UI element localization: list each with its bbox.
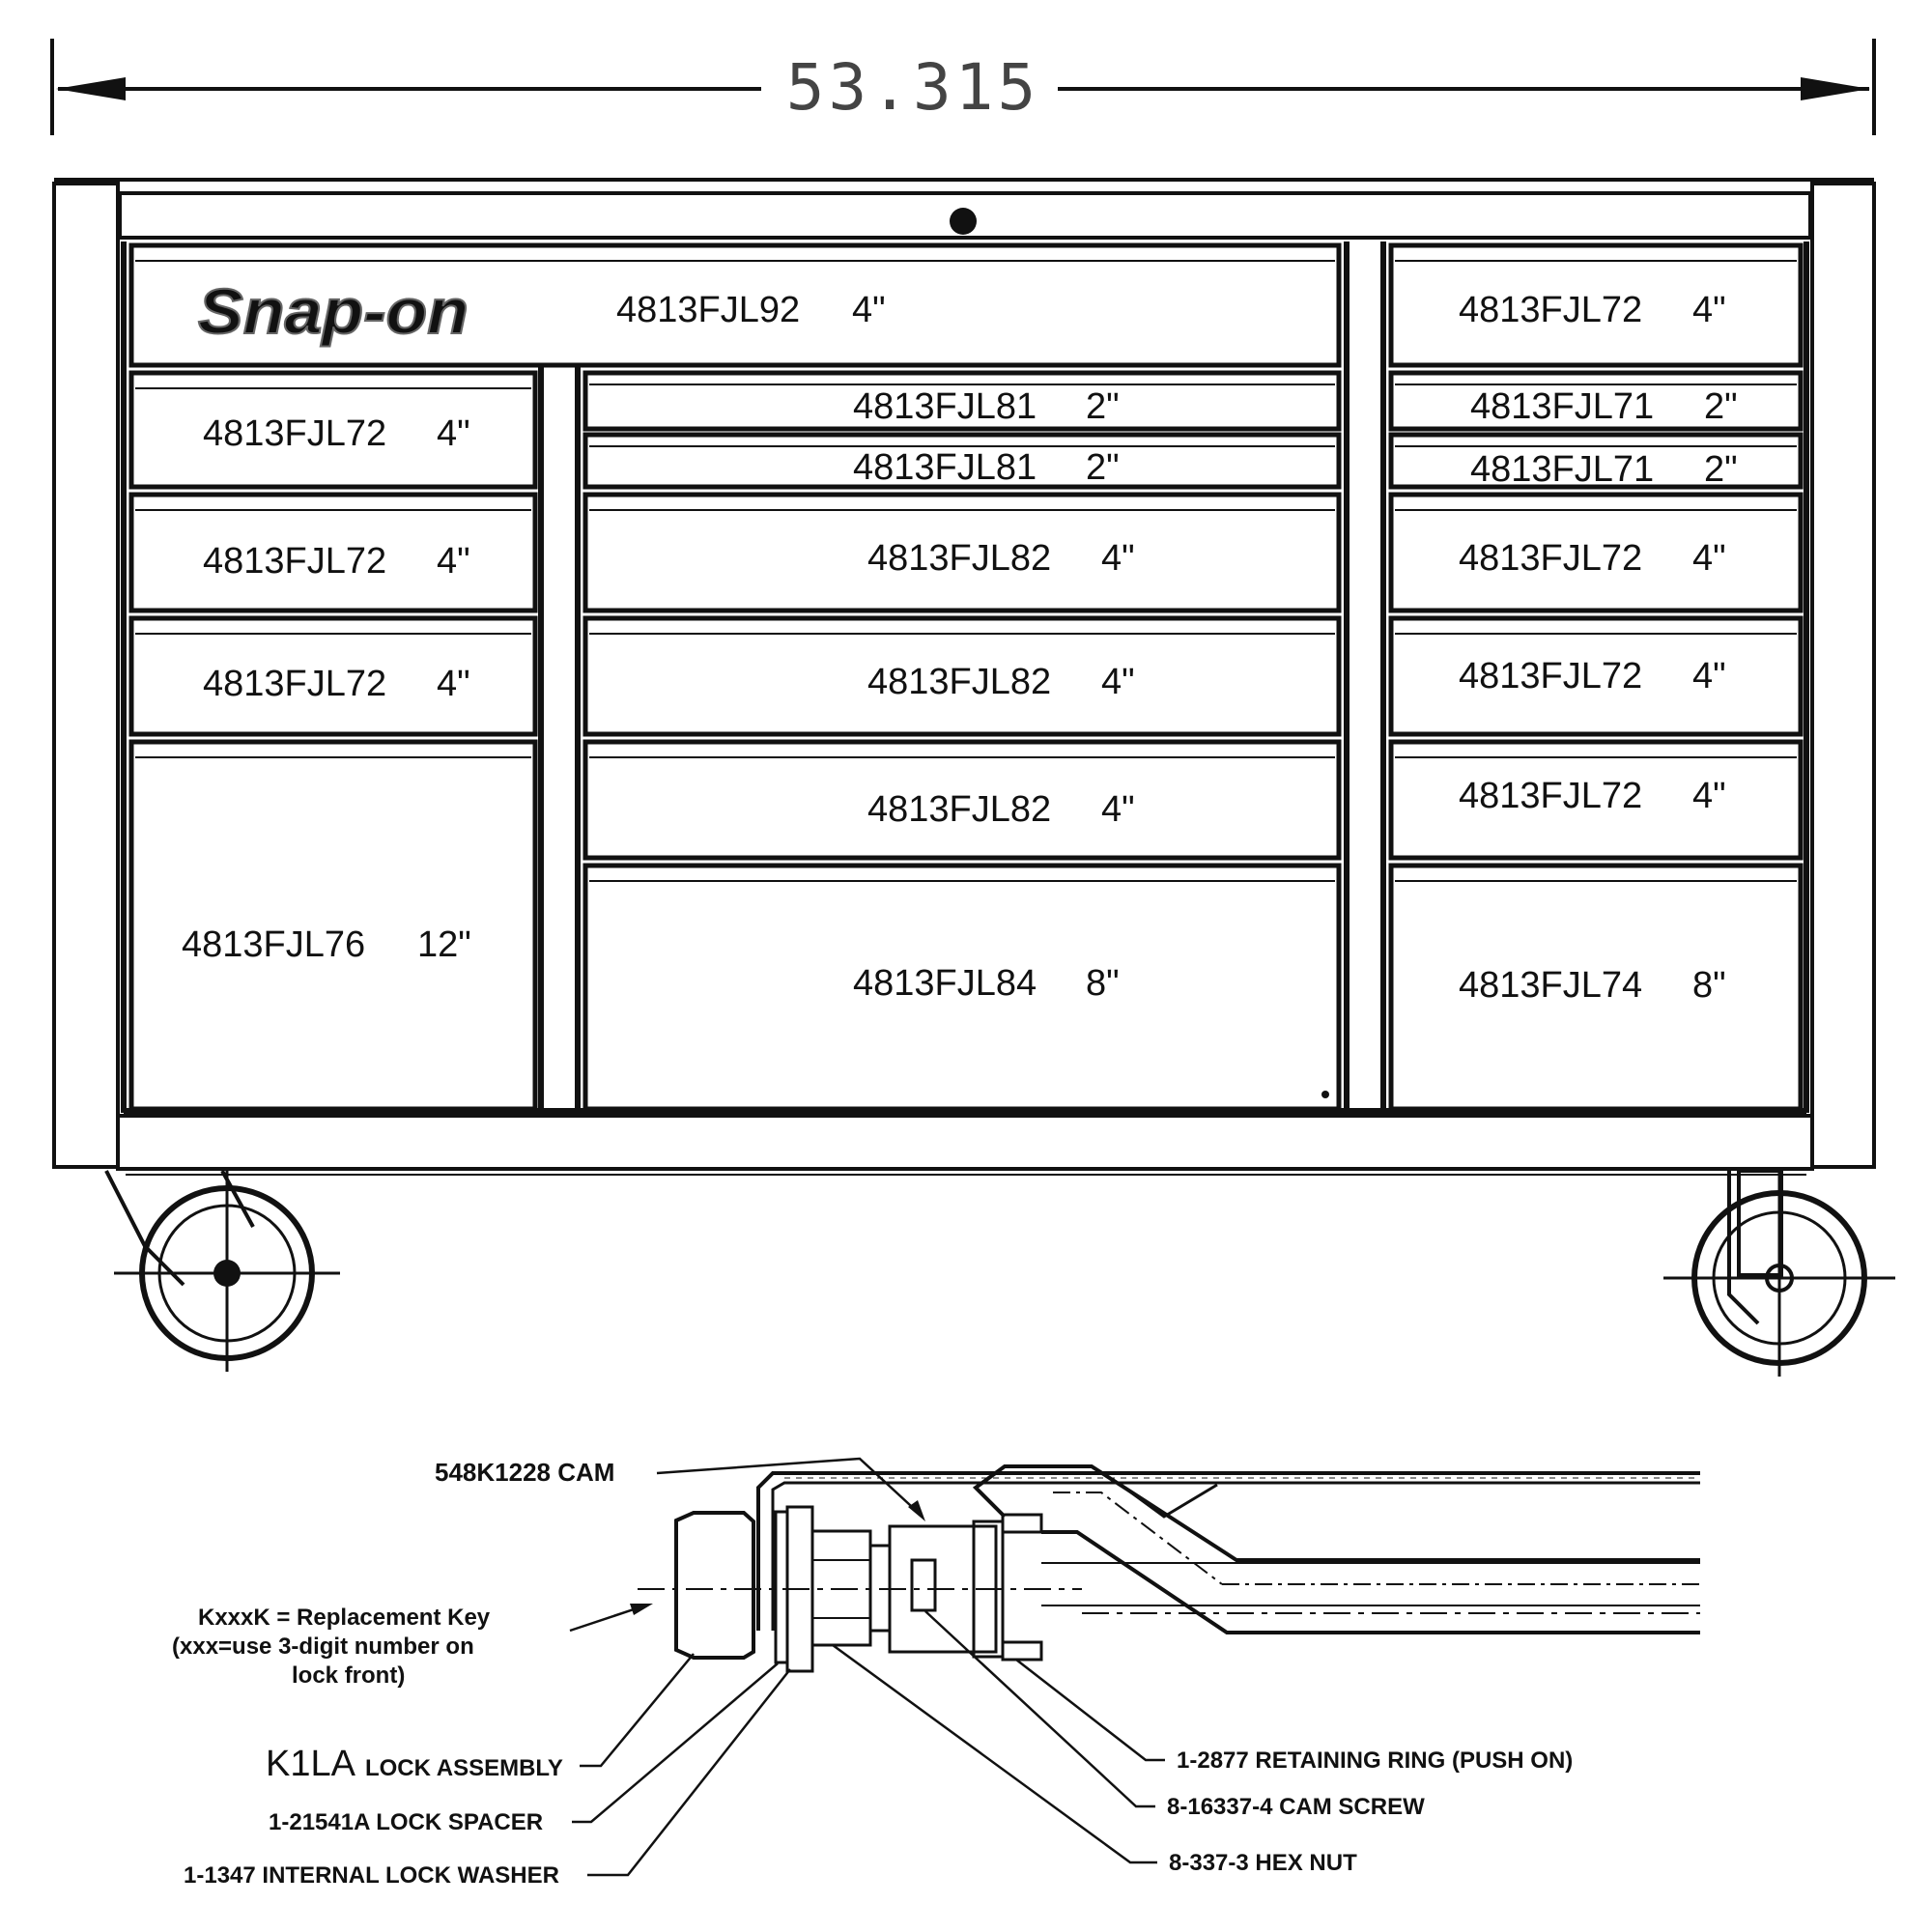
width-dimension: 53.315 bbox=[50, 39, 1876, 135]
drawer-dot bbox=[1321, 1091, 1329, 1098]
drawer-size: 2" bbox=[1086, 447, 1120, 488]
drawer-center-3[interactable]: 4813FJL82 4" bbox=[582, 492, 1342, 613]
drawer-part: 4813FJL72 bbox=[203, 413, 386, 454]
drawer-size: 4" bbox=[852, 290, 886, 330]
drawer-size: 4" bbox=[1101, 789, 1135, 830]
drawer-part: 4813FJL76 bbox=[182, 924, 365, 965]
drawer-part: 4813FJL72 bbox=[203, 541, 386, 582]
drawer-size: 4" bbox=[437, 413, 470, 454]
drawer-part: 4813FJL72 bbox=[1459, 776, 1642, 816]
callout-assembly: K1LA LOCK ASSEMBLY bbox=[266, 1744, 563, 1784]
drawer-right-top[interactable]: 4813FJL72 4" bbox=[1388, 242, 1804, 368]
callout-ring: 1-2877 RETAINING RING (PUSH ON) bbox=[1177, 1747, 1573, 1774]
drawer-size: 8" bbox=[1692, 965, 1726, 1006]
callout-assembly-desc: LOCK ASSEMBLY bbox=[365, 1755, 563, 1781]
drawer-part: 4813FJL71 bbox=[1470, 449, 1654, 490]
drawer-left-1[interactable]: 4813FJL72 4" bbox=[128, 370, 538, 490]
drawer-size: 8" bbox=[1086, 963, 1120, 1004]
drawer-size: 2" bbox=[1086, 386, 1120, 427]
drawer-right-1[interactable]: 4813FJL71 2" bbox=[1388, 370, 1804, 432]
dimension-value: 53.315 bbox=[786, 50, 1039, 125]
drawer-size: 2" bbox=[1704, 386, 1738, 427]
drawer-part: 4813FJL81 bbox=[853, 386, 1037, 427]
caster-left bbox=[104, 1169, 340, 1372]
callout-key-line1: KxxxK = Replacement Key bbox=[198, 1605, 491, 1631]
callout-washer: 1-1347 INTERNAL LOCK WASHER bbox=[184, 1862, 559, 1889]
tool-cabinet bbox=[52, 178, 1876, 1176]
drawer-size: 4" bbox=[437, 541, 470, 582]
drawer-center-4[interactable]: 4813FJL82 4" bbox=[582, 615, 1342, 737]
callout-key-line2: (xxx=use 3-digit number on bbox=[172, 1634, 474, 1660]
drawer-part: 4813FJL84 bbox=[853, 963, 1037, 1004]
drawer-right-2[interactable]: 4813FJL71 2" bbox=[1388, 432, 1804, 490]
drawer-part: 4813FJL72 bbox=[1459, 290, 1642, 330]
drawer-part: 4813FJL71 bbox=[1470, 386, 1654, 427]
drawer-right-3[interactable]: 4813FJL72 4" bbox=[1388, 492, 1804, 613]
drawer-part: 4813FJL72 bbox=[1459, 538, 1642, 579]
drawer-center-5[interactable]: 4813FJL82 4" bbox=[582, 739, 1342, 861]
drawer-right-5[interactable]: 4813FJL72 4" bbox=[1388, 739, 1804, 861]
drawer-center-6[interactable]: 4813FJL84 8" bbox=[582, 863, 1342, 1112]
drawer-size: 4" bbox=[437, 664, 470, 704]
drawer-size: 4" bbox=[1692, 656, 1726, 696]
drawer-part: 4813FJL72 bbox=[203, 664, 386, 704]
drawer-size: 4" bbox=[1692, 290, 1726, 330]
callout-cam: 548K1228 CAM bbox=[435, 1458, 614, 1487]
drawer-size: 4" bbox=[1692, 538, 1726, 579]
drawer-part: 4813FJL82 bbox=[867, 662, 1051, 702]
drawer-top-wide[interactable]: Snap-on 4813FJL92 4" bbox=[128, 242, 1342, 368]
drawer-part: 4813FJL81 bbox=[853, 447, 1037, 488]
drawer-right-4[interactable]: 4813FJL72 4" bbox=[1388, 615, 1804, 737]
lock-callouts: 548K1228 CAM KxxxK = Replacement Key (xx… bbox=[172, 1457, 1573, 1889]
drawer-size: 12" bbox=[417, 924, 471, 965]
drawer-left-3[interactable]: 4813FJL72 4" bbox=[128, 615, 538, 737]
drawer-right-6[interactable]: 4813FJL74 8" bbox=[1388, 863, 1804, 1112]
drawer-size: 2" bbox=[1704, 449, 1738, 490]
drawer-part: 4813FJL82 bbox=[867, 789, 1051, 830]
drawer-center-2[interactable]: 4813FJL81 2" bbox=[582, 432, 1342, 490]
drawer-left-4[interactable]: 4813FJL76 12" bbox=[128, 739, 538, 1112]
drawer-center-1[interactable]: 4813FJL81 2" bbox=[582, 370, 1342, 432]
drawer-size: 4" bbox=[1101, 662, 1135, 702]
top-lock-icon bbox=[950, 208, 977, 235]
drawer-size: 4" bbox=[1692, 776, 1726, 816]
drawer-part: 4813FJL82 bbox=[867, 538, 1051, 579]
callout-key-line3: lock front) bbox=[292, 1662, 405, 1689]
callout-screw: 8-16337-4 CAM SCREW bbox=[1167, 1794, 1425, 1820]
caster-right bbox=[1663, 1169, 1895, 1377]
callout-nut: 8-337-3 HEX NUT bbox=[1169, 1850, 1357, 1876]
drawer-part: 4813FJL72 bbox=[1459, 656, 1642, 696]
callout-assembly-code: K1LA bbox=[266, 1744, 356, 1784]
brand-logo: Snap-on bbox=[198, 275, 469, 347]
drawer-part: 4813FJL92 bbox=[616, 290, 800, 330]
drawer-part: 4813FJL74 bbox=[1459, 965, 1642, 1006]
callout-spacer: 1-21541A LOCK SPACER bbox=[269, 1809, 543, 1835]
lock-section bbox=[638, 1464, 1700, 1673]
drawer-size: 4" bbox=[1101, 538, 1135, 579]
drawer-left-2[interactable]: 4813FJL72 4" bbox=[128, 492, 538, 613]
